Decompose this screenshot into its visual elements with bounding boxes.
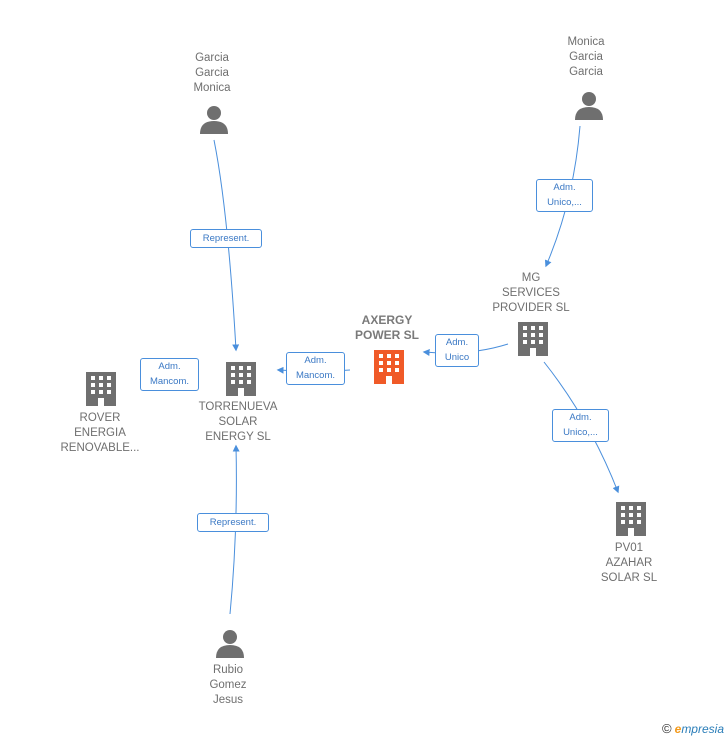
node-label-mg-services[interactable]: MG SERVICES PROVIDER SL [492, 272, 570, 314]
copyright-icon: © [662, 721, 672, 736]
building-icon-mg [518, 322, 548, 356]
node-label-torrenueva[interactable]: TORRENUEVA SOLAR ENERGY SL [198, 401, 278, 443]
person-icon-garcia [200, 106, 228, 134]
node-label-garcia-garcia-monica[interactable]: Garcia Garcia Monica [193, 52, 231, 94]
node-label-rubio-gomez-jesus[interactable]: Rubio Gomez Jesus [209, 664, 247, 706]
edge-label-garcia-torrenueva[interactable]: Represent. [190, 229, 262, 248]
edge-label-mg-pv01[interactable]: Adm. Unico,... [552, 409, 609, 442]
edge-label-axergy-torrenueva[interactable]: Adm. Mancom. [286, 352, 345, 385]
brand-text: mpresia [681, 722, 724, 736]
person-icon-monica [575, 92, 603, 120]
node-label-pv01[interactable]: PV01 AZAHAR SOLAR SL [600, 542, 658, 584]
edge-label-monica-mg[interactable]: Adm. Unico,... [536, 179, 593, 212]
building-icon-torrenueva [226, 362, 256, 396]
person-icon-rubio [216, 630, 244, 658]
brand-letter: e [674, 722, 682, 736]
node-label-axergy[interactable]: AXERGY POWER SL [354, 313, 419, 342]
node-label-rover[interactable]: ROVER ENERGIA RENOVABLE... [60, 412, 140, 454]
node-label-monica-garcia-garcia[interactable]: Monica Garcia Garcia [567, 36, 605, 78]
brand-logo: ©empresia [662, 721, 724, 736]
building-icon-axergy [374, 350, 404, 384]
edge-label-rover-torrenueva[interactable]: Adm. Mancom. [140, 358, 199, 391]
building-icon-pv01 [616, 502, 646, 536]
edge-label-rubio-torrenueva[interactable]: Represent. [197, 513, 269, 532]
edge-garcia-torrenueva [213, 139, 240, 352]
edge-label-mg-axergy[interactable]: Adm. Unico [435, 334, 479, 367]
building-icon-rover [86, 372, 116, 406]
